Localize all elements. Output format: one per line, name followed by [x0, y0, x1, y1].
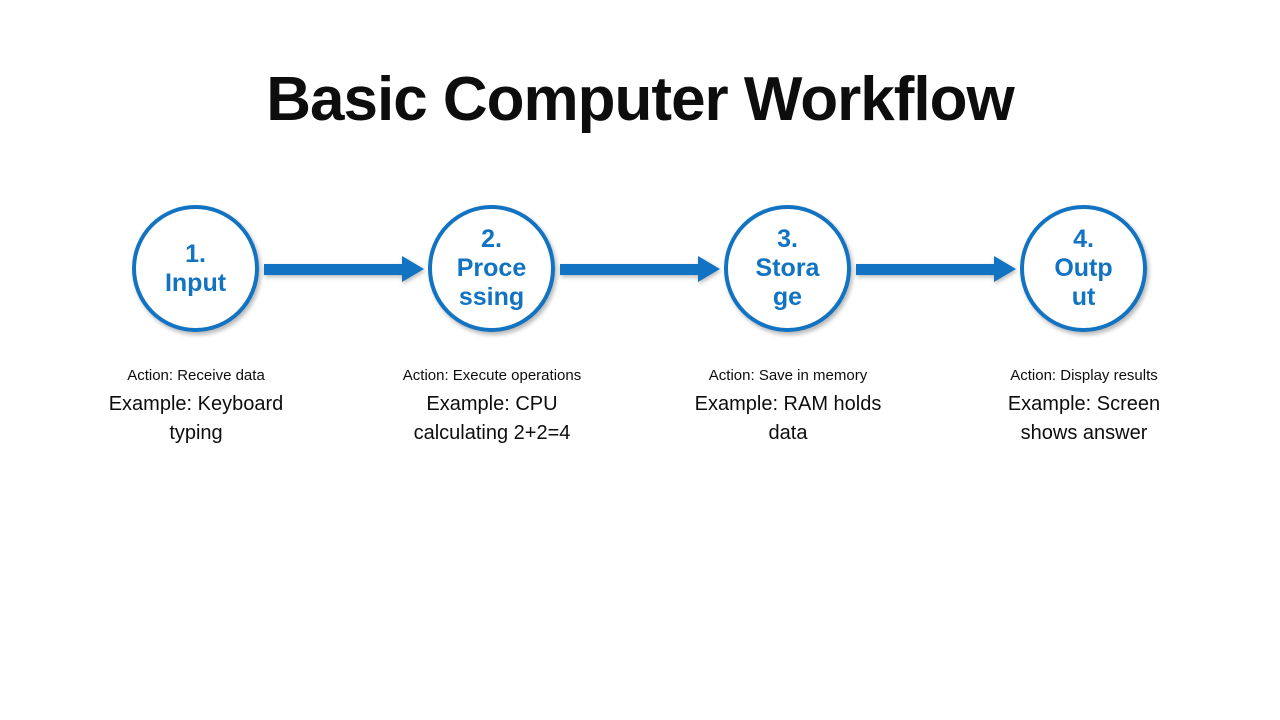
arrow-storage-to-output — [856, 256, 1016, 282]
step-caption-output: Action: Display results Example: Screen … — [964, 366, 1204, 448]
step-circle-output: 4. Outp ut — [1020, 205, 1147, 332]
step-example-input: Example: Keyboard typing — [108, 393, 284, 444]
step-circle-input-label: 1. Input — [164, 239, 227, 297]
step-example-processing: Example: CPU calculating 2+2=4 — [413, 393, 571, 444]
arrow-shaft — [856, 264, 995, 275]
arrow-processing-to-storage — [560, 256, 720, 282]
step-circle-processing: 2. Proce ssing — [428, 205, 555, 332]
step-caption-storage: Action: Save in memory Example: RAM hold… — [668, 366, 908, 448]
step-action-input: Action: Receive data — [127, 367, 265, 384]
step-action-processing: Action: Execute operations — [402, 367, 582, 384]
arrow-input-to-processing — [264, 256, 424, 282]
step-circle-input: 1. Input — [132, 205, 259, 332]
step-action-storage: Action: Save in memory — [708, 367, 868, 384]
step-circle-processing-label: 2. Proce ssing — [456, 225, 527, 311]
arrow-shaft — [560, 264, 699, 275]
arrow-head-icon — [402, 256, 424, 282]
step-circle-storage: 3. Stora ge — [724, 205, 851, 332]
step-action-output: Action: Display results — [1010, 367, 1158, 384]
step-caption-processing: Action: Execute operations Example: CPU … — [372, 366, 612, 448]
step-example-storage: Example: RAM holds data — [694, 393, 882, 444]
arrow-head-icon — [994, 256, 1016, 282]
step-circle-output-label: 4. Outp ut — [1054, 225, 1113, 311]
slide-title: Basic Computer Workflow — [266, 65, 1015, 134]
arrow-shaft — [264, 264, 403, 275]
step-caption-input: Action: Receive data Example: Keyboard t… — [76, 366, 316, 448]
arrow-head-icon — [698, 256, 720, 282]
step-example-output: Example: Screen shows answer — [1007, 393, 1161, 444]
step-circle-storage-label: 3. Stora ge — [755, 225, 820, 311]
